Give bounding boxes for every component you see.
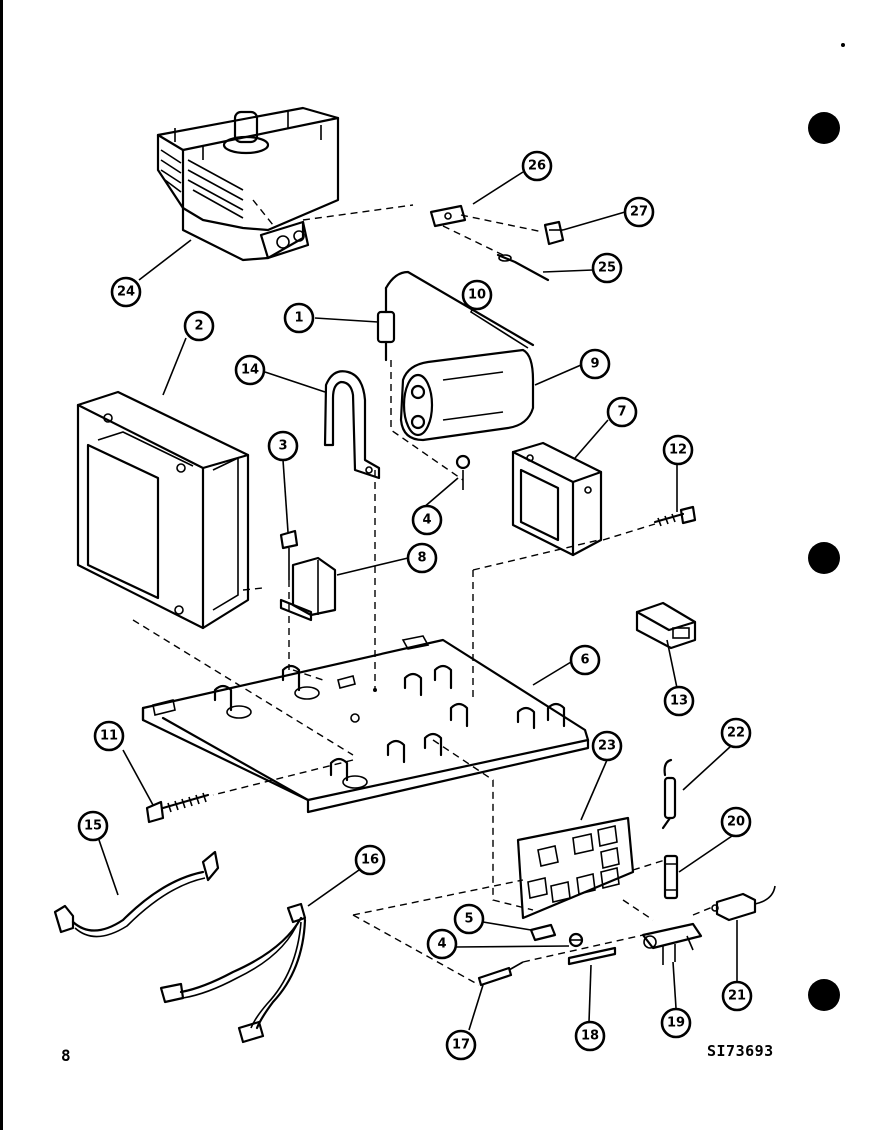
- hv-transformer-part: [76, 390, 250, 630]
- svg-text:10: 10: [468, 288, 486, 303]
- callout-27: 27: [623, 196, 655, 228]
- lower-screw-part: [568, 932, 584, 948]
- bracket-part: [279, 556, 337, 622]
- svg-text:24: 24: [117, 285, 135, 300]
- long-screw-part: [145, 792, 210, 824]
- wire-harness-2-part: [159, 902, 307, 1044]
- page-number: 8: [61, 1046, 71, 1065]
- svg-text:17: 17: [452, 1038, 470, 1053]
- svg-text:5: 5: [464, 912, 473, 927]
- callout-2: 2: [183, 310, 215, 342]
- svg-text:9: 9: [590, 357, 599, 372]
- callout-13: 13: [663, 685, 695, 717]
- fuse-holder-part: [635, 601, 697, 650]
- drawing-code: SI73693: [707, 1042, 774, 1060]
- binder-hole-bottom: [808, 979, 840, 1011]
- callout-26: 26: [521, 150, 553, 182]
- callout-15: 15: [77, 810, 109, 842]
- hv-capacitor-part: [399, 348, 535, 442]
- callout-7: 7: [606, 396, 638, 428]
- callout-22: 22: [720, 717, 752, 749]
- clip-part: [529, 923, 557, 942]
- svg-text:2: 2: [194, 319, 203, 334]
- svg-text:14: 14: [241, 363, 259, 378]
- cap-nut-part: [543, 220, 565, 246]
- svg-text:18: 18: [581, 1029, 599, 1044]
- mounting-screw-part: [279, 529, 299, 580]
- binder-hole-top: [808, 112, 840, 144]
- callout-9: 9: [579, 348, 611, 380]
- leader-lines: [98, 171, 738, 1031]
- svg-text:20: 20: [727, 815, 745, 830]
- binder-hole-middle: [808, 542, 840, 574]
- choke-screw-part: [653, 505, 697, 527]
- fuse-part: [663, 854, 679, 900]
- callout-24: 24: [110, 276, 142, 308]
- pin-probe-part: [496, 253, 550, 282]
- callout-4-upper: 4: [411, 504, 443, 536]
- svg-text:7: 7: [617, 405, 626, 420]
- svg-text:11: 11: [100, 729, 118, 744]
- callout-14: 14: [234, 354, 266, 386]
- svg-text:23: 23: [598, 739, 616, 754]
- callout-17: 17: [445, 1029, 477, 1061]
- callout-5: 5: [453, 903, 485, 935]
- svg-text:27: 27: [630, 205, 648, 220]
- callout-4-lower: 4: [426, 928, 458, 960]
- assembly-lines: [132, 360, 716, 986]
- svg-text:19: 19: [667, 1016, 685, 1031]
- callout-10: 10: [461, 279, 493, 311]
- callout-16: 16: [354, 844, 386, 876]
- svg-text:3: 3: [278, 439, 287, 454]
- callout-25: 25: [591, 252, 623, 284]
- connector-part: [641, 922, 703, 965]
- exploded-parts-diagram: 1 2 3 4 4 5 6 7 8 9 10 11 12 13 14 15 16…: [53, 43, 845, 1061]
- svg-text:4: 4: [422, 513, 431, 528]
- svg-text:16: 16: [361, 853, 379, 868]
- svg-text:6: 6: [580, 653, 589, 668]
- svg-text:13: 13: [670, 694, 688, 709]
- svg-text:21: 21: [728, 989, 746, 1004]
- callout-3: 3: [267, 430, 299, 462]
- svg-text:22: 22: [727, 726, 745, 741]
- wire-harness-part: [53, 850, 220, 938]
- base-plate-part: [141, 635, 590, 814]
- choke-transformer-part: [511, 441, 603, 557]
- svg-text:12: 12: [669, 443, 687, 458]
- thermal-cutout-part: [429, 204, 544, 256]
- terminal-board-part: [516, 816, 635, 920]
- callout-12: 12: [662, 434, 694, 466]
- callout-21: 21: [721, 980, 753, 1012]
- callout-1: 1: [283, 302, 315, 334]
- diode-part: [376, 270, 535, 362]
- callout-23: 23: [591, 730, 623, 762]
- resistor-part: [661, 758, 677, 830]
- svg-text:4: 4: [437, 937, 446, 952]
- svg-text:15: 15: [84, 819, 102, 834]
- thermal-cutout-lower-part: [711, 885, 776, 922]
- callout-18: 18: [574, 1020, 606, 1052]
- small-resistor-part: [477, 961, 524, 987]
- svg-text:25: 25: [598, 261, 616, 276]
- callout-20: 20: [720, 806, 752, 838]
- callout-8: 8: [406, 542, 438, 574]
- rod-part: [567, 946, 617, 966]
- magnetron-part: [156, 106, 414, 262]
- callout-19: 19: [660, 1007, 692, 1039]
- capacitor-clamp-part: [323, 370, 381, 480]
- svg-text:1: 1: [294, 311, 303, 326]
- callout-6: 6: [569, 644, 601, 676]
- callout-11: 11: [93, 720, 125, 752]
- svg-text:8: 8: [417, 551, 426, 566]
- upper-screw-part: [455, 454, 471, 490]
- speck-mark: [841, 43, 845, 47]
- svg-text:26: 26: [528, 159, 546, 174]
